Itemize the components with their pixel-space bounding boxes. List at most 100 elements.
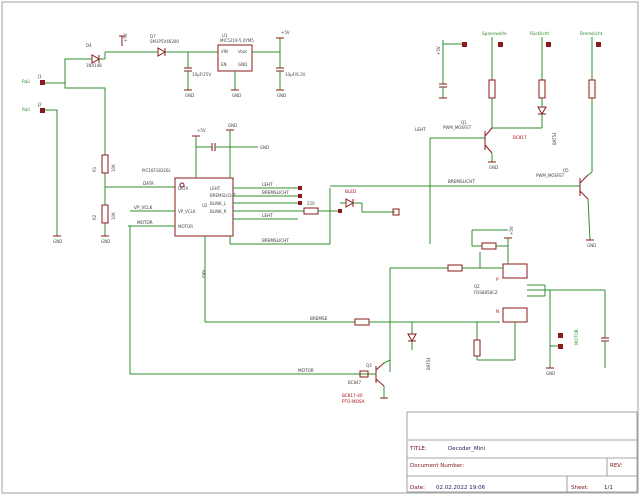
svg-text:10µF/6.3V: 10µF/6.3V bbox=[285, 72, 306, 77]
resistor-r1: R1 10K bbox=[92, 154, 116, 174]
connector-bremsl: Rücklicht bbox=[492, 31, 551, 129]
svg-text:PTO-MOSA: PTO-MOSA bbox=[342, 399, 365, 404]
svg-text:VP_VCLK: VP_VCLK bbox=[134, 205, 153, 210]
svg-text:MOTOR: MOTOR bbox=[137, 220, 153, 225]
svg-text:Rücklicht: Rücklicht bbox=[530, 31, 549, 36]
diode-d7: D7 SM1P5V46200 bbox=[145, 34, 218, 57]
resistor-led bbox=[303, 207, 319, 215]
svg-text:PWM_MOSFET: PWM_MOSFET bbox=[443, 125, 472, 130]
svg-text:MOTOR: MOTOR bbox=[298, 368, 314, 373]
u1-ref: U1 bbox=[222, 33, 228, 38]
svg-text:LEHT: LEHT bbox=[210, 186, 221, 191]
capacitor-output: +5V GND 10µF/6.3V bbox=[276, 30, 306, 98]
diode-d4: D4 1N4148 bbox=[85, 43, 105, 68]
rail-input-connector: Rail Rail J1 J2 bbox=[22, 74, 45, 113]
capacitor-input: GND 10µF/25V bbox=[184, 52, 211, 98]
connector-weiss: Bremslicht bbox=[580, 31, 603, 172]
date-value: 02.02.2022 19:06 bbox=[436, 485, 486, 491]
svg-text:BREMSLICHT: BREMSLICHT bbox=[210, 193, 236, 198]
svg-text:N: N bbox=[496, 309, 499, 314]
svg-text:Q3: Q3 bbox=[366, 363, 372, 368]
svg-text:MOTOR: MOTOR bbox=[178, 224, 193, 229]
svg-text:220: 220 bbox=[307, 201, 315, 206]
svg-text:GND: GND bbox=[587, 243, 596, 248]
rail1-label: Rail bbox=[22, 79, 30, 84]
wire-rail2 bbox=[45, 109, 58, 236]
transistor-q3: Q3 BC847 BC817-40 PTO-MOSA bbox=[342, 359, 391, 404]
svg-text:LEHT: LEHT bbox=[262, 213, 273, 218]
svg-text:R1: R1 bbox=[92, 166, 97, 172]
wire-rail1-divider bbox=[64, 83, 106, 155]
transistor-q1: GND Q1 PWM_MOSFET BC817 bbox=[430, 120, 527, 170]
svg-text:BREMSE: BREMSE bbox=[310, 316, 328, 321]
svg-text:PWM_MOSFET: PWM_MOSFET bbox=[536, 173, 565, 178]
svg-text:+5V: +5V bbox=[281, 30, 290, 35]
diode-bottom: BAT54 bbox=[407, 322, 431, 370]
mosfet-q2: Q2 FDS8858CZ P N bbox=[474, 263, 528, 323]
d7-ref: D7 bbox=[150, 34, 156, 39]
rev-label: REV: bbox=[610, 463, 623, 469]
mcu-u2: PIC16F18326L U2 DATA VP_VCLK MOTOR LEHT … bbox=[142, 168, 236, 237]
svg-text:GND: GND bbox=[277, 93, 286, 98]
svg-text:Bremslicht: Bremslicht bbox=[580, 31, 603, 36]
svg-text:BREMSLICHT: BREMSLICHT bbox=[262, 190, 289, 195]
svg-text:GND: GND bbox=[185, 93, 194, 98]
d4-ref: D4 bbox=[86, 43, 92, 48]
svg-text:10K: 10K bbox=[111, 212, 116, 220]
led-bled: BLED bbox=[340, 189, 362, 208]
title-value: Decoder_Mini bbox=[448, 446, 486, 452]
svg-text:+5V: +5V bbox=[509, 226, 514, 235]
svg-text:BAT54: BAT54 bbox=[552, 132, 557, 145]
svg-text:GND: GND bbox=[260, 145, 269, 150]
svg-text:VIN: VIN bbox=[221, 49, 228, 54]
wire-motor-long bbox=[129, 226, 368, 375]
svg-text:J2: J2 bbox=[37, 102, 42, 107]
svg-text:DATA: DATA bbox=[178, 186, 189, 191]
rail2-label: Rail bbox=[22, 107, 30, 112]
svg-text:GND: GND bbox=[53, 239, 62, 244]
svg-text:GND: GND bbox=[228, 123, 237, 128]
d4-value: 1N4148 bbox=[86, 63, 102, 68]
svg-text:P: P bbox=[496, 277, 499, 282]
svg-text:BLINK_L: BLINK_L bbox=[210, 201, 227, 206]
svg-text:EN: EN bbox=[221, 62, 227, 67]
svg-text:GND: GND bbox=[238, 62, 247, 67]
svg-text:FDS8858CZ: FDS8858CZ bbox=[474, 290, 498, 295]
svg-text:BC817: BC817 bbox=[513, 135, 527, 140]
connector-spannweite: +5V bbox=[436, 40, 467, 99]
mcu-part: PIC16F18326L bbox=[142, 168, 172, 173]
title-block: TITLE: Decoder_Mini Document Number: REV… bbox=[406, 411, 638, 493]
u1-value: MIC5219-5.0YM5 bbox=[220, 38, 254, 43]
sheet-label: Sheet: bbox=[571, 485, 589, 491]
svg-text:Q1: Q1 bbox=[461, 120, 467, 125]
svg-text:LEHT: LEHT bbox=[262, 182, 273, 187]
mcu-ref: U2 bbox=[202, 203, 208, 208]
title-label: TITLE: bbox=[409, 446, 427, 452]
docnum-label: Document Number: bbox=[410, 463, 464, 469]
svg-text:BC847: BC847 bbox=[348, 380, 362, 385]
svg-text:LEHT: LEHT bbox=[415, 127, 426, 132]
svg-text:VP_VCLK: VP_VCLK bbox=[178, 209, 196, 214]
resistor-bremse bbox=[354, 318, 370, 326]
svg-text:Q5: Q5 bbox=[563, 168, 569, 173]
svg-text:BLINK_R: BLINK_R bbox=[210, 209, 227, 214]
svg-text:GND: GND bbox=[101, 239, 110, 244]
svg-text:J1: J1 bbox=[37, 74, 42, 79]
svg-text:+5V: +5V bbox=[436, 46, 441, 55]
svg-text:BAT54: BAT54 bbox=[426, 357, 431, 370]
wire-rail1 bbox=[45, 58, 85, 84]
led-label: BLED bbox=[345, 189, 356, 194]
resistor-bottom bbox=[473, 322, 515, 361]
svg-text:GND: GND bbox=[546, 371, 555, 376]
connector-rueckl: Spannweite bbox=[482, 31, 507, 128]
svg-text:GND: GND bbox=[489, 165, 498, 170]
svg-text:Q2: Q2 bbox=[474, 284, 480, 289]
svg-text:RA3: RA3 bbox=[201, 270, 206, 278]
svg-text:Spannweite: Spannweite bbox=[482, 31, 507, 36]
motor-out-label: MOTOR bbox=[574, 329, 579, 345]
resistor-r2: GND R2 10K bbox=[92, 187, 116, 244]
vcc-symbol-1: +5V bbox=[104, 33, 145, 59]
resistor-bridge bbox=[447, 264, 463, 272]
